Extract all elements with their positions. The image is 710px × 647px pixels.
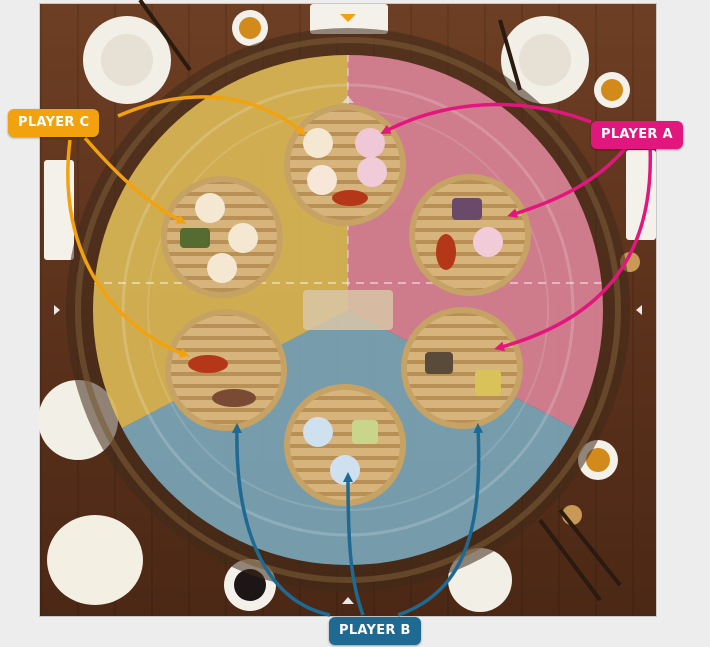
- triangle-icon: [342, 597, 354, 604]
- player-c-label: PLAYER C: [8, 109, 99, 137]
- chopsticks-icon: [560, 510, 620, 585]
- player-a-label: PLAYER A: [591, 121, 683, 149]
- steamer-basket: [164, 179, 280, 295]
- teapot-icon: [47, 515, 143, 605]
- triangle-icon: [54, 305, 60, 315]
- centerpiece-tray: [303, 290, 393, 330]
- steamer-basket: [168, 312, 284, 428]
- steamer-basket: [412, 177, 528, 293]
- triangle-icon: [636, 305, 642, 315]
- steamer-basket: [404, 310, 520, 426]
- steamer-basket: [287, 387, 403, 503]
- steamer-basket: [287, 107, 403, 223]
- player-b-label: PLAYER B: [329, 617, 421, 645]
